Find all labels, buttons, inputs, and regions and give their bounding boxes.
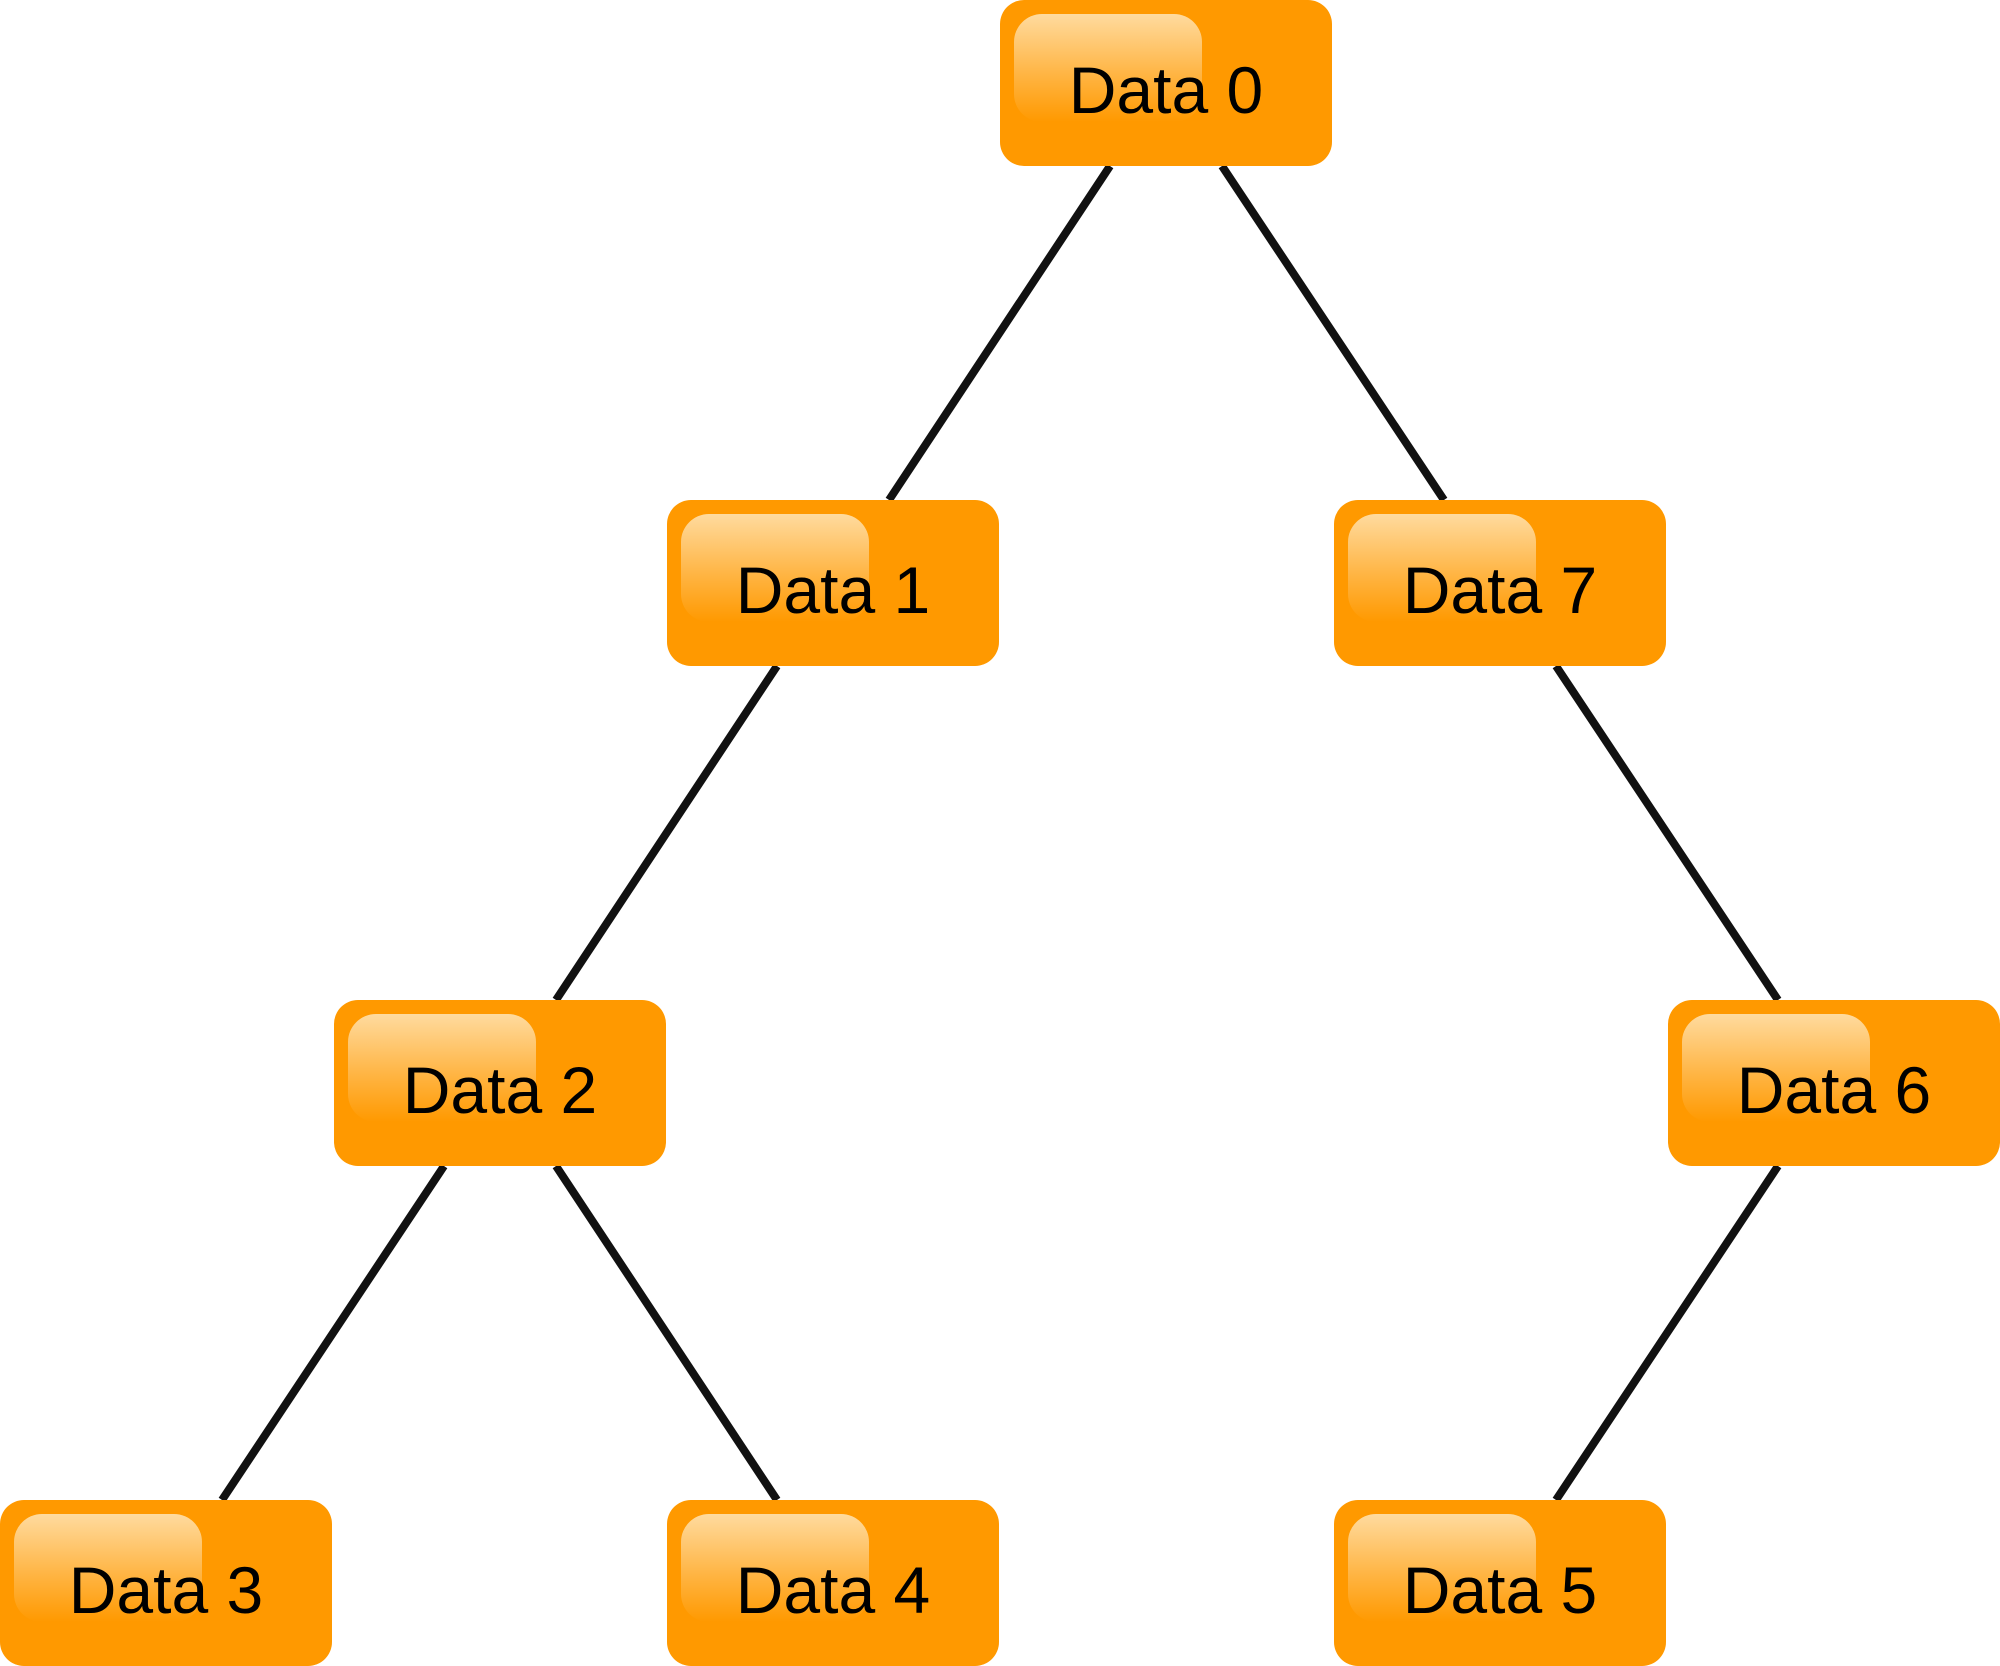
edge-n0-n7 — [1218, 163, 1448, 503]
node-gloss — [14, 1514, 202, 1622]
node-label: Data 7 — [1402, 553, 1598, 627]
edge-n2-n4 — [552, 1163, 781, 1503]
node-gloss — [348, 1014, 536, 1122]
edge-n6-n5 — [1552, 1163, 1782, 1503]
node-gloss — [1348, 1514, 1536, 1622]
edge-n7-n6 — [1552, 663, 1782, 1003]
node-gloss — [681, 514, 869, 622]
node-data-5: Data 5 — [1334, 1500, 1666, 1666]
node-gloss — [1348, 514, 1536, 622]
edge-n2-n3 — [218, 1163, 448, 1503]
node-data-2: Data 2 — [334, 1000, 666, 1166]
node-label: Data 0 — [1068, 53, 1264, 127]
node-label: Data 2 — [402, 1053, 598, 1127]
node-data-7: Data 7 — [1334, 500, 1666, 666]
node-data-1: Data 1 — [667, 500, 999, 666]
node-gloss — [1682, 1014, 1870, 1122]
node-label: Data 1 — [735, 553, 931, 627]
node-gloss — [681, 1514, 869, 1622]
node-data-4: Data 4 — [667, 1500, 999, 1666]
node-gloss — [1014, 14, 1202, 122]
node-data-0: Data 0 — [1000, 0, 1332, 166]
edge-n1-n2 — [552, 663, 781, 1003]
node-label: Data 5 — [1402, 1553, 1598, 1627]
node-data-6: Data 6 — [1668, 1000, 2000, 1166]
edge-n0-n1 — [885, 163, 1114, 503]
node-data-3: Data 3 — [0, 1500, 332, 1666]
node-label: Data 3 — [68, 1553, 264, 1627]
node-label: Data 6 — [1736, 1053, 1932, 1127]
node-label: Data 4 — [735, 1553, 931, 1627]
